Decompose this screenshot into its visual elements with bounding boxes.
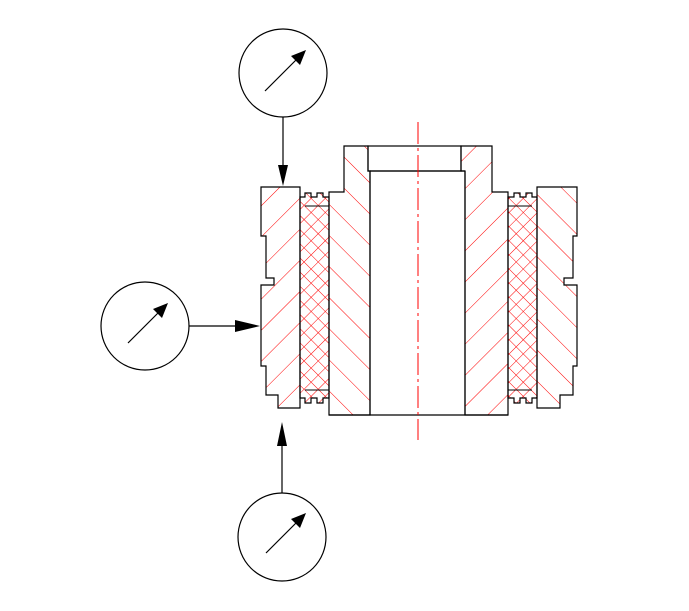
bore bbox=[329, 171, 508, 416]
sleeve-right-wall bbox=[460, 145, 509, 416]
top-dial-indicator-icon bbox=[238, 28, 328, 186]
left-dial-indicator-icon bbox=[100, 281, 260, 371]
left-bushing bbox=[299, 192, 330, 404]
right-bushing bbox=[507, 192, 538, 404]
left-outer-housing bbox=[260, 186, 301, 409]
sleeve-left-wall bbox=[328, 145, 371, 416]
right-outer-housing bbox=[536, 186, 578, 409]
sleeve-top-flange bbox=[367, 145, 465, 172]
bottom-dial-indicator-icon bbox=[237, 422, 327, 582]
